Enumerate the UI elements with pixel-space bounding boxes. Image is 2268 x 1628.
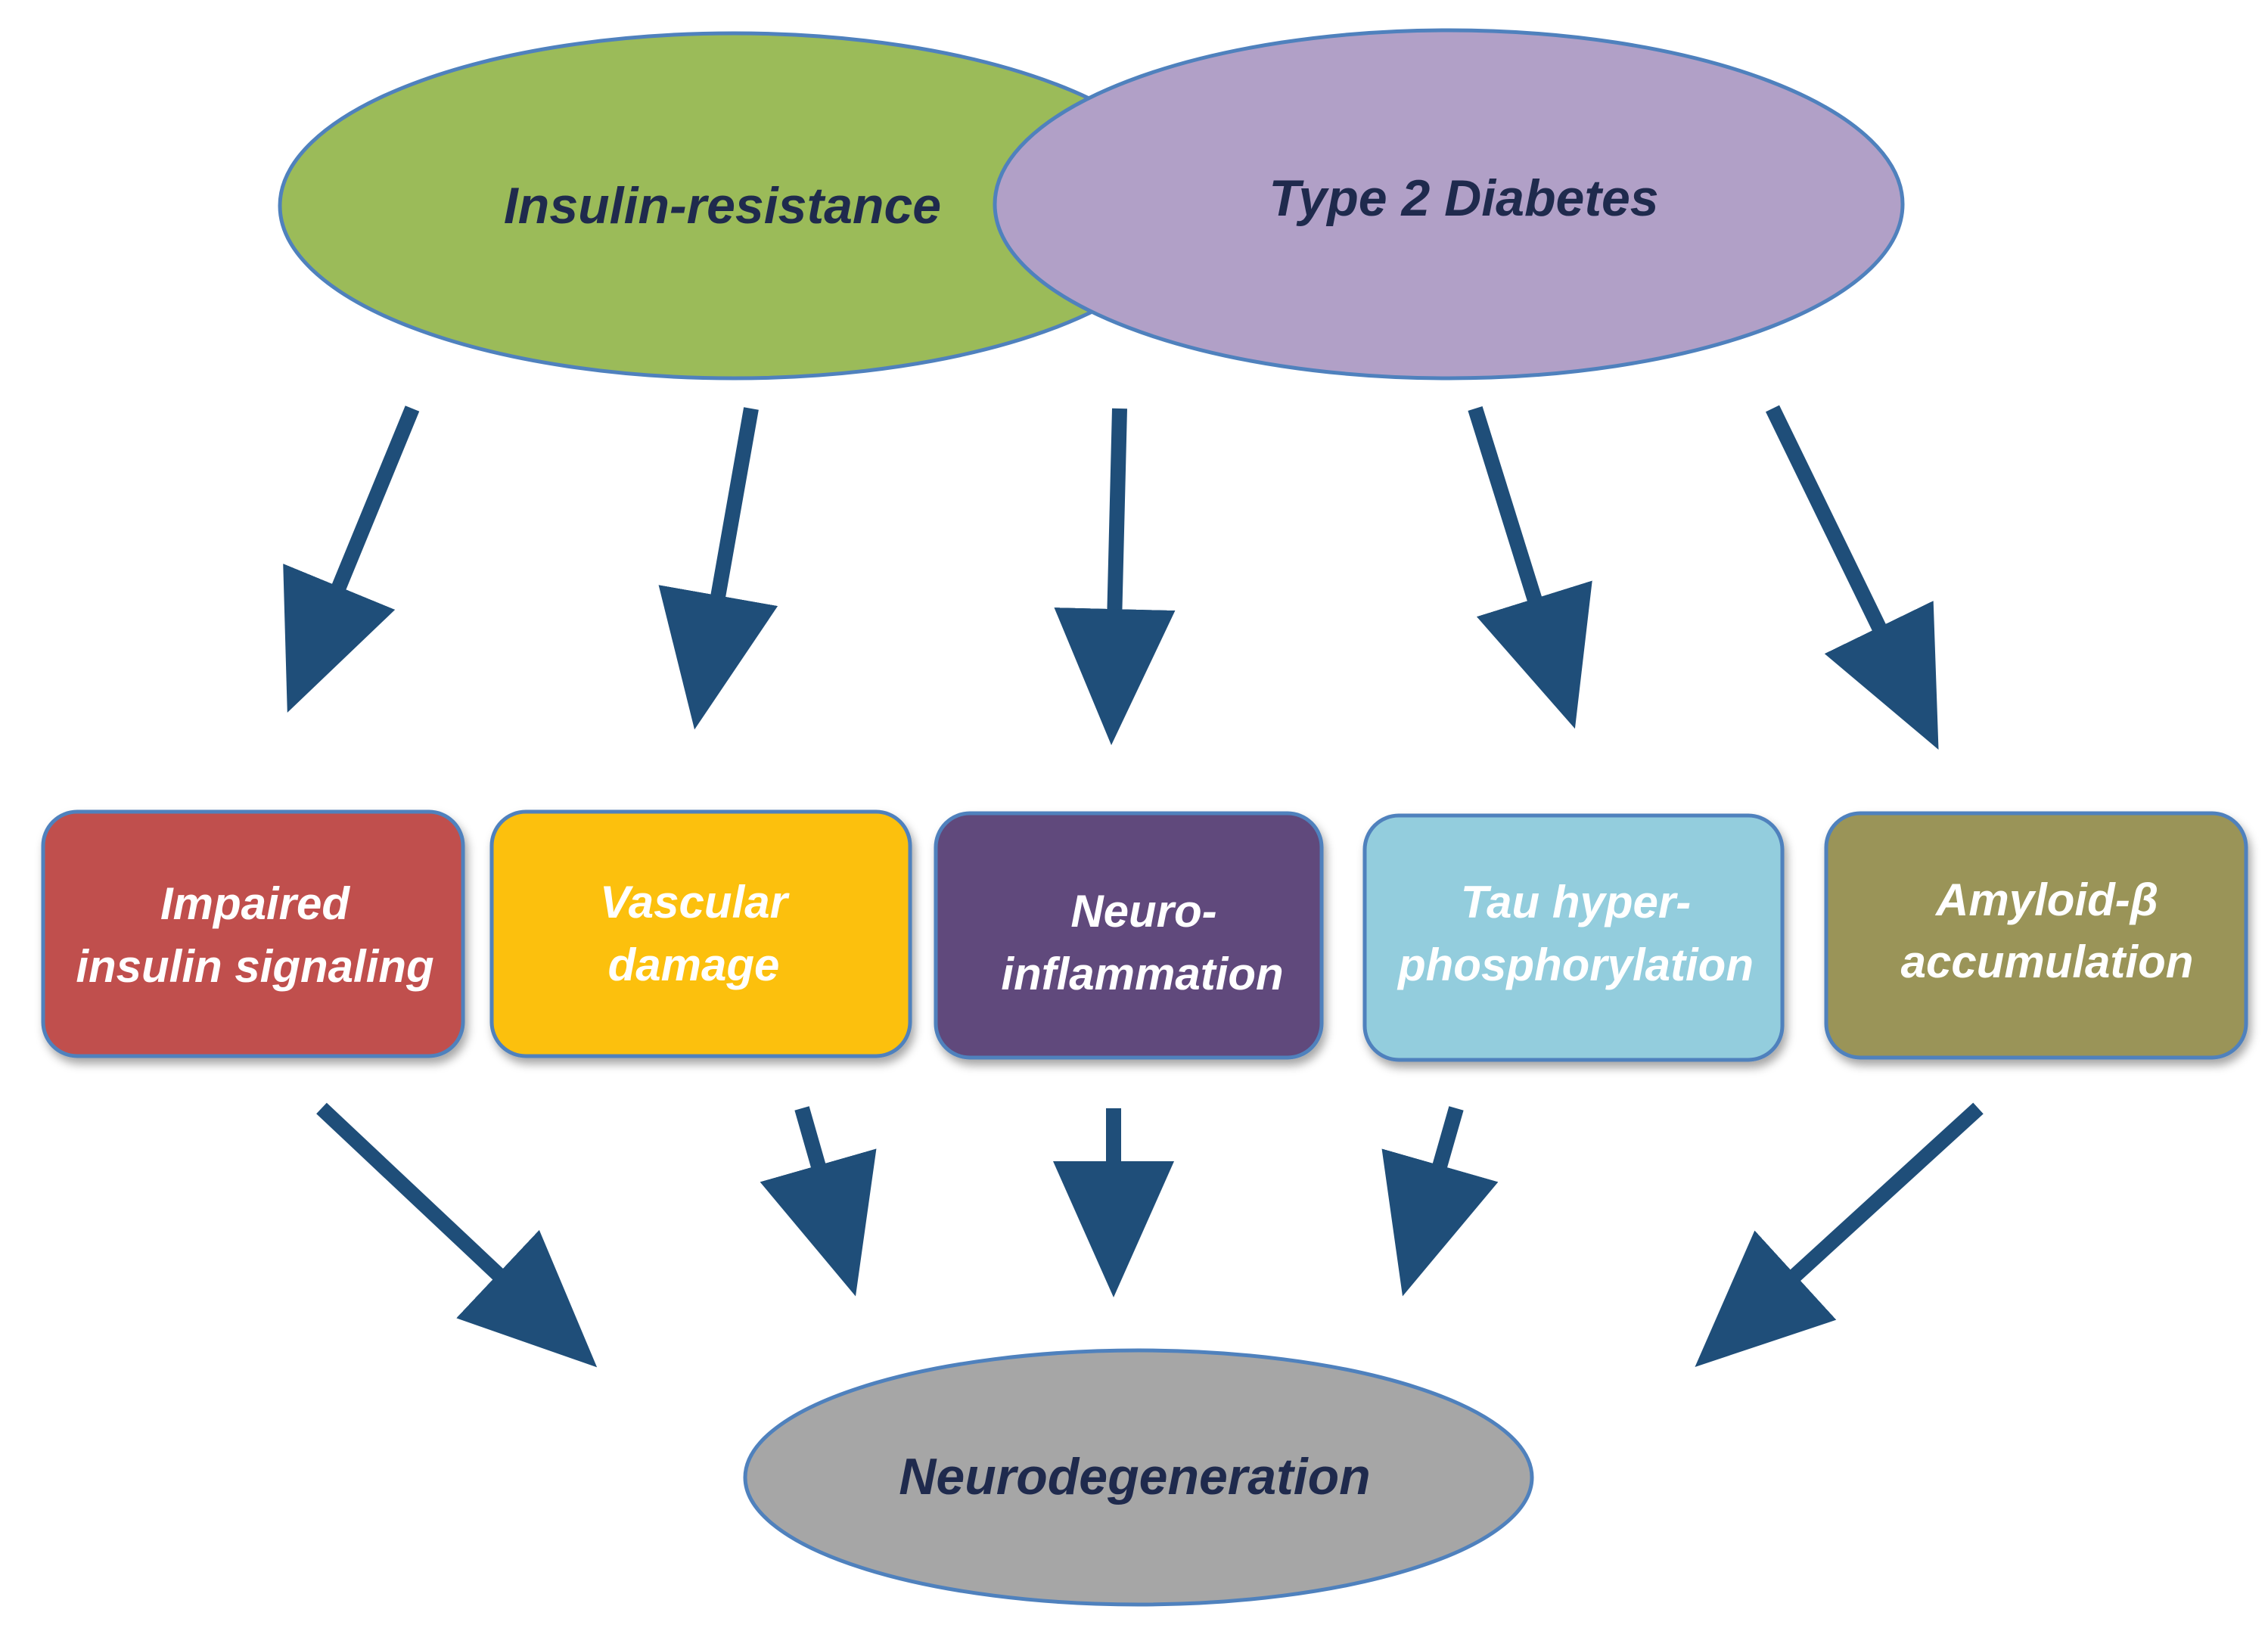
box-impaired-insulin-signaling-line2: insulin signaling <box>76 941 433 992</box>
neurodegeneration-label: Neurodegeneration <box>899 1448 1370 1505</box>
arrow-to-neuroinflammation <box>1054 408 1176 745</box>
box-vascular-damage-line2: damage <box>608 940 780 990</box>
box-tau-hyperphosphorylation: Tau hyper- phosphorylation <box>1362 813 1785 1062</box>
arrow-to-amyloid-accumulation <box>1766 405 1939 750</box>
box-neuroinflammation-line2: inflammation <box>1001 949 1283 999</box>
arrow-from-vascular-damage <box>760 1106 877 1297</box>
arrows-top <box>283 405 1939 750</box>
box-amyloid-accumulation-shape <box>1824 811 2248 1060</box>
box-amyloid-accumulation-line2: accumulation <box>1901 937 2194 987</box>
neurodegeneration-oval: Neurodegeneration <box>743 1348 1534 1607</box>
arrow-to-tau-hyperphosphorylation <box>1468 406 1592 729</box>
box-neuroinflammation-shape <box>934 811 1324 1060</box>
insulin-resistance-oval: Insulin-resistance <box>278 31 1190 381</box>
box-vascular-damage: Vascular damage <box>489 809 912 1058</box>
arrows-bottom <box>316 1102 1984 1368</box>
arrow-from-tau-hyperphosphorylation <box>1381 1106 1499 1297</box>
type2-diabetes-label: Type 2 Diabetes <box>1269 169 1658 227</box>
box-neuroinflammation: Neuro- inflammation <box>934 811 1324 1060</box>
arrow-from-amyloid-accumulation <box>1695 1102 1984 1367</box>
box-tau-hyperphosphorylation-line2: phosphorylation <box>1397 940 1754 990</box>
box-tau-hyperphosphorylation-shape <box>1362 813 1785 1062</box>
box-amyloid-accumulation-line1: Amyloid-β <box>1934 875 2158 925</box>
box-impaired-insulin-signaling-line1: Impaired <box>160 878 350 929</box>
box-amyloid-accumulation: Amyloid-β accumulation <box>1824 811 2248 1060</box>
box-impaired-insulin-signaling-shape <box>41 809 465 1058</box>
insulin-resistance-label: Insulin-resistance <box>504 177 941 235</box>
box-tau-hyperphosphorylation-line1: Tau hyper- <box>1461 877 1691 927</box>
type2-diabetes-oval-shape <box>993 28 1905 381</box>
type2-diabetes-oval: Type 2 Diabetes <box>993 28 1905 381</box>
box-vascular-damage-line1: Vascular <box>600 877 791 927</box>
box-impaired-insulin-signaling: Impaired insulin signaling <box>41 809 465 1058</box>
arrow-to-impaired-insulin-signaling <box>283 405 420 713</box>
arrow-to-vascular-damage <box>658 407 778 730</box>
box-neuroinflammation-line1: Neuro- <box>1070 886 1216 937</box>
arrow-from-impaired-insulin-signaling <box>316 1102 598 1368</box>
box-vascular-damage-shape <box>489 809 912 1058</box>
neurodegeneration-oval-shape <box>743 1348 1534 1607</box>
